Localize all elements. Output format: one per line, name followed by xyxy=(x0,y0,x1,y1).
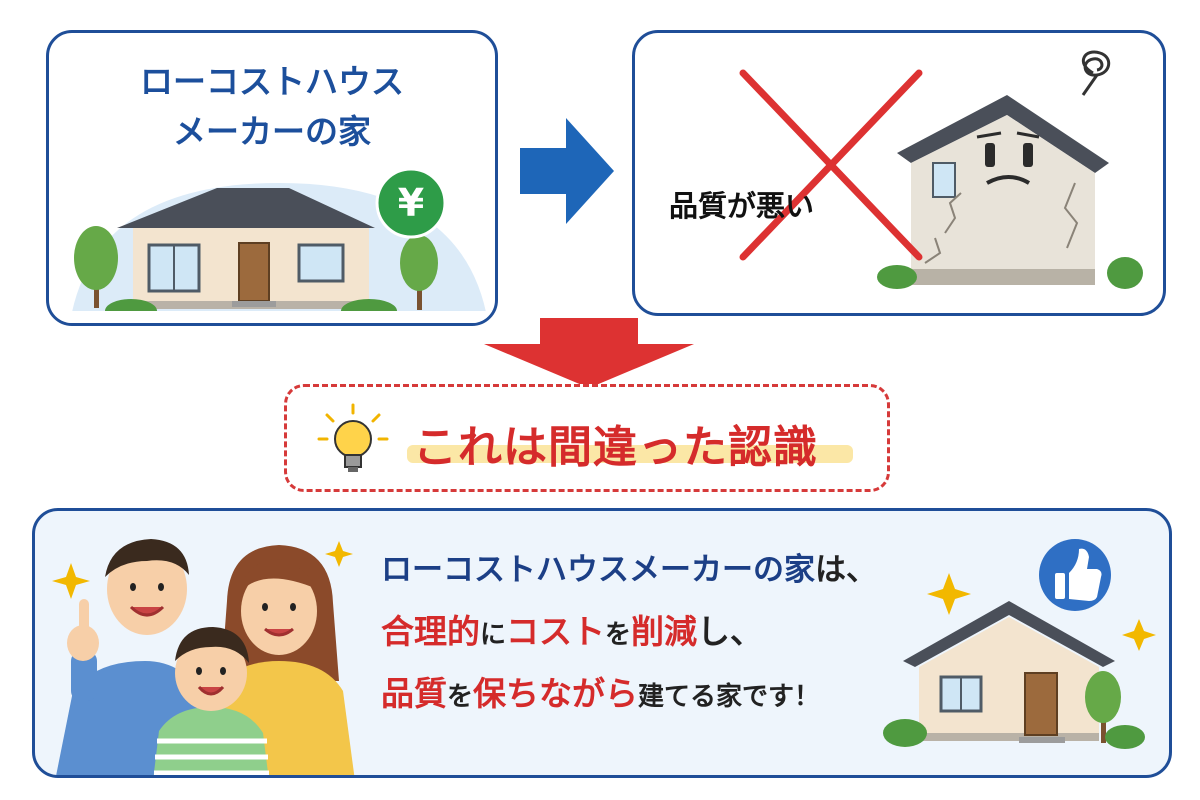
misconception-callout: これは間違った認識 xyxy=(284,384,890,492)
house-scene: ¥ xyxy=(49,165,495,323)
low-cost-house-panel: ローコストハウス メーカーの家 xyxy=(46,30,498,326)
title-line-2: メーカーの家 xyxy=(173,112,371,151)
conclusion-line-3: 品質を保ちながら建てる家です！ xyxy=(381,677,820,710)
line2-rational: 合理的 xyxy=(381,612,480,651)
line1-particle: は、 xyxy=(815,552,877,588)
down-arrow-icon xyxy=(484,318,694,388)
line2-particle-ni: に xyxy=(480,620,507,650)
tree-icon xyxy=(74,226,118,308)
line3-while: ながら xyxy=(539,674,639,713)
damaged-house-icon xyxy=(897,95,1109,285)
panel-title: ローコストハウス メーカーの家 xyxy=(49,57,495,157)
line2-particle-wo: を xyxy=(605,620,632,650)
tree-icon xyxy=(400,235,438,310)
family-illustration xyxy=(56,539,355,775)
worry-scribble-icon xyxy=(1081,50,1111,96)
bad-quality-label: 品質が悪い xyxy=(669,189,815,223)
line2-ending: し、 xyxy=(697,612,764,651)
line3-maintain: 保ち xyxy=(473,674,540,713)
yen-symbol: ¥ xyxy=(398,181,424,225)
house-icon xyxy=(117,188,375,309)
line3-ending: 建てる家です！ xyxy=(638,682,821,712)
line2-reduce: 削減 xyxy=(631,612,698,651)
cloud-icon xyxy=(162,165,213,193)
yen-coin-icon: ¥ xyxy=(375,167,447,239)
line1-subject: ローコストハウスメーカーの家 xyxy=(381,552,815,588)
thumbs-up-icon xyxy=(1039,539,1111,611)
cross-mark-icon xyxy=(739,69,923,261)
conclusion-line-2: 合理的にコストを削減し、 xyxy=(381,615,763,648)
house-icon xyxy=(883,601,1145,749)
sparkle-icon xyxy=(927,573,971,615)
text-highlight xyxy=(407,445,853,463)
sparkle-icon xyxy=(52,563,90,599)
sparkle-icon xyxy=(1122,619,1156,651)
damaged-house-scene xyxy=(739,50,1143,289)
misconception-text: これは間違った認識 xyxy=(413,422,818,473)
line3-quality: 品質 xyxy=(381,674,447,713)
line3-particle-wo: を xyxy=(447,682,474,712)
conclusion-illustrations xyxy=(52,539,1156,775)
lightbulb-icon xyxy=(317,403,389,472)
bad-quality-panel: 品質が悪い xyxy=(632,30,1166,316)
right-arrow-icon xyxy=(520,118,614,224)
conclusion-panel: ローコストハウスメーカーの家は、 合理的にコストを削減し、 品質を保ちながら建て… xyxy=(32,508,1172,778)
sparkle-icon xyxy=(325,541,353,567)
title-line-1: ローコストハウス xyxy=(140,62,404,101)
conclusion-line-1: ローコストハウスメーカーの家は、 xyxy=(381,555,877,586)
line2-cost: コスト xyxy=(506,612,606,651)
